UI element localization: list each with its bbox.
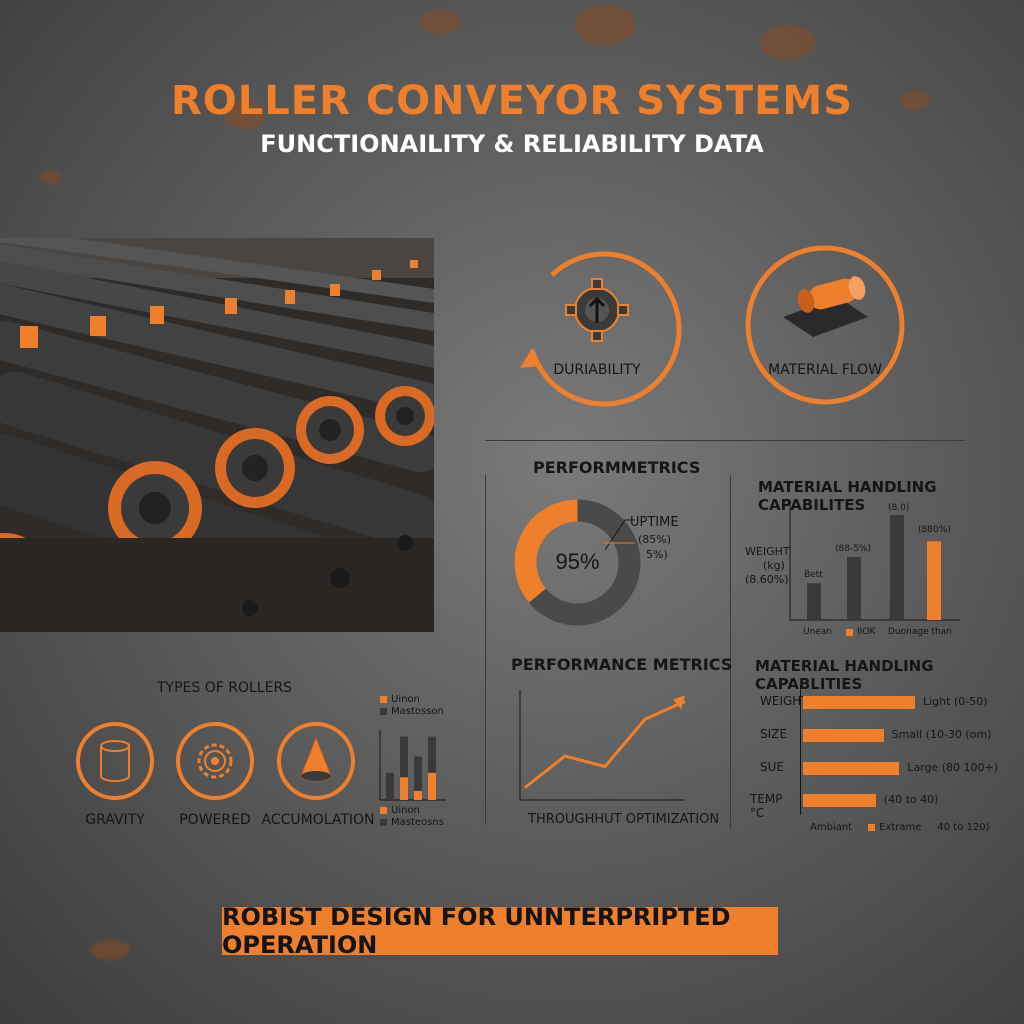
- vbar-x-label-2: IIOK: [846, 627, 875, 637]
- hbar-bar: [803, 794, 876, 807]
- powered-label: POWERED: [179, 812, 251, 828]
- line-arrow-head: [673, 695, 685, 710]
- mini-bar-dark: [414, 756, 422, 791]
- donut-legend-sub1: (85%): [638, 533, 672, 546]
- hbar-legend-3: 40 to 120): [937, 822, 990, 833]
- hbar-bar: [803, 762, 900, 775]
- durability-ring-icon: [520, 251, 682, 407]
- uptime-donut-chart: 95%: [514, 499, 641, 626]
- ylabel-line3: (8.60%): [745, 573, 789, 586]
- bottom-banner: ROBIST DESIGN FOR UNNTERPRIPTED OPERATIO…: [222, 903, 778, 959]
- donut-legend-sub2: 5%): [646, 548, 668, 561]
- hbar-row-label: SIZE: [760, 727, 787, 741]
- hbar-value-label: (40 to 40): [883, 793, 939, 806]
- accumulation-label: ACCUMOLATION: [261, 812, 375, 828]
- line-chart-caption: THROUGHHUT OPTIMIZATION: [528, 812, 720, 827]
- donut-heading: PERFORMMETRICS: [533, 458, 701, 477]
- hbar-heading: MATERIAL HANDLING CAPABLITIES: [755, 657, 934, 693]
- page-subtitle: FUNCTIONAILITY & RELIABILITY DATA: [260, 130, 764, 158]
- hbar-legend-1: Ambiant: [810, 822, 853, 833]
- conveyor-roller-icon: [783, 276, 868, 337]
- material-flow-label: MATERIAL FLOW: [768, 362, 882, 378]
- mini-bar-orange: [428, 772, 436, 800]
- cylinder-icon: [100, 740, 130, 782]
- bar-top-label: (8.0): [888, 503, 910, 513]
- capabilities-bar-chart: [789, 505, 960, 621]
- material-flow-ring-icon: [745, 245, 905, 405]
- hbar-value-label: Light (0-50): [923, 695, 988, 708]
- hbar-row-label: SUE: [760, 760, 784, 774]
- gear-arrow-icon: [565, 278, 629, 342]
- vbar-3: [890, 515, 904, 620]
- vbar-2: [847, 557, 861, 620]
- donut-leader-line: [605, 519, 635, 551]
- hbar-value-label: Small (10-30 (om): [891, 728, 992, 741]
- bar-label-3: (880%): [918, 525, 951, 535]
- hbar-value-label: Large (80 100+): [907, 761, 999, 774]
- hbar-row-label: WEIGHT: [760, 694, 809, 708]
- roller-photo: [0, 238, 434, 632]
- line-chart-heading: PERFORMANCE METRICS: [511, 655, 733, 674]
- capabilities-ylabel: WEIGHT (kg) (8.60%): [745, 545, 790, 587]
- bar-label-2: (88-5%): [835, 544, 871, 554]
- mini-bar-dark: [428, 736, 436, 773]
- mini-bar-dark: [400, 736, 408, 778]
- mini-legend-bottom-2: Masteosns: [380, 817, 444, 828]
- ylabel-line2: (kg): [763, 559, 785, 572]
- mini-legend-bottom-1: Uinon: [380, 805, 420, 816]
- vbar-4: [927, 541, 941, 620]
- mini-legend-top-2: Mastosson: [380, 706, 444, 717]
- mini-bar-orange: [400, 777, 408, 800]
- donut-value: 95%: [555, 549, 599, 574]
- roller-mini-bar-chart: [379, 730, 446, 801]
- gravity-roller-badge: [76, 722, 154, 800]
- throughput-line: [524, 700, 686, 789]
- cone-icon: [300, 736, 332, 782]
- gravity-label: GRAVITY: [85, 812, 145, 828]
- page-title: ROLLER CONVEYOR SYSTEMS: [170, 78, 854, 124]
- hbar-row-label: TEMP °C: [750, 792, 783, 820]
- capabilities-bar-heading: MATERIAL HANDLING CAPABILITES: [758, 478, 937, 514]
- vbar-x-label-3: Duonage than: [888, 627, 952, 637]
- hbar-legend: Ambiant Extrame 40 to 120): [810, 822, 990, 833]
- donut-legend-label: UPTIME: [630, 515, 679, 530]
- vbar-x-label-1: Unean: [803, 627, 833, 637]
- rollers-heading: TYPES OF ROLLERS: [157, 680, 293, 696]
- gear-icon: [197, 743, 233, 779]
- mini-legend-top-1: Uinon: [380, 694, 420, 705]
- material-flow-feature: MATERIAL FLOW: [740, 240, 910, 410]
- powered-roller-badge: [176, 722, 254, 800]
- mini-bar-orange: [414, 790, 422, 800]
- hbar-axis: [800, 685, 801, 815]
- durability-label: DURIABILITY: [553, 362, 641, 378]
- bar-label-1: Bett: [804, 570, 823, 580]
- line-axes: [519, 690, 685, 801]
- donut-uptime-segment: [514, 499, 579, 603]
- mini-bar-dark: [386, 772, 394, 800]
- hbar-bar: [803, 729, 884, 742]
- durability-feature: DURIABILITY: [512, 240, 682, 410]
- vbar-1: [807, 583, 821, 620]
- ylabel-line1: WEIGHT: [745, 545, 790, 558]
- accumulation-roller-badge: [277, 722, 355, 800]
- throughput-line-chart: [519, 690, 686, 801]
- hbar-legend-2: Extrame: [879, 822, 922, 833]
- hbar-bar: [803, 696, 915, 709]
